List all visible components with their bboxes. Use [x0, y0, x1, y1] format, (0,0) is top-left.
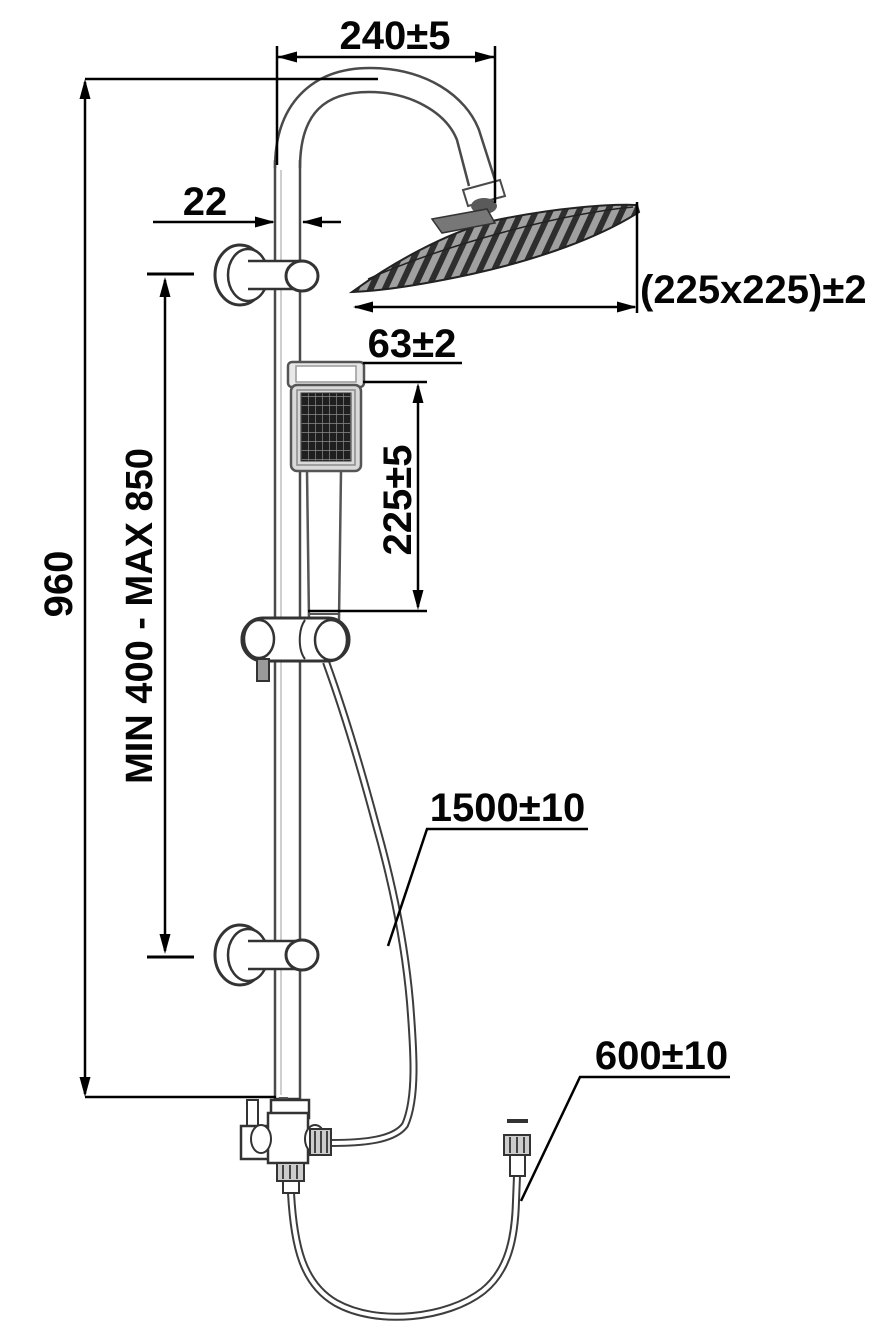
dim-label-handset-width: 63±2 [367, 322, 457, 366]
dim-label-handset-length: 225±5 [376, 444, 420, 556]
slider-bracket [240, 616, 351, 682]
dim-240 [275, 46, 497, 203]
dim-label-short-hose: 600±10 [594, 1034, 729, 1078]
rain-shower-head [348, 203, 641, 294]
dim-960 [79, 77, 378, 1099]
dim-label-arm-reach: 240±5 [339, 14, 451, 58]
dim-1500-leader [386, 827, 588, 947]
gooseneck-arm [273, 66, 497, 187]
dim-head-size [353, 202, 639, 313]
dim-22 [153, 216, 341, 228]
dim-label-long-hose: 1500±10 [429, 786, 586, 830]
diverter-valve [239, 1097, 332, 1194]
hose-end-fitting [503, 1119, 531, 1177]
dim-225 [308, 380, 427, 613]
dim-label-head-size: (225x225)±2 [640, 268, 867, 312]
dim-label-column-height: 960 [37, 550, 81, 618]
dim-label-pipe-width: 22 [182, 180, 228, 224]
lower-wall-bracket [213, 923, 320, 987]
dim-min-max [147, 272, 194, 959]
hand-shower [286, 360, 366, 621]
dim-600-leader [519, 1075, 730, 1202]
dim-label-bracket-spacing: MIN 400 - MAX 850 [119, 448, 161, 784]
inlet-hose-600 [287, 1175, 521, 1321]
upper-wall-bracket [213, 243, 320, 307]
shower-hose-1500 [322, 660, 418, 1147]
